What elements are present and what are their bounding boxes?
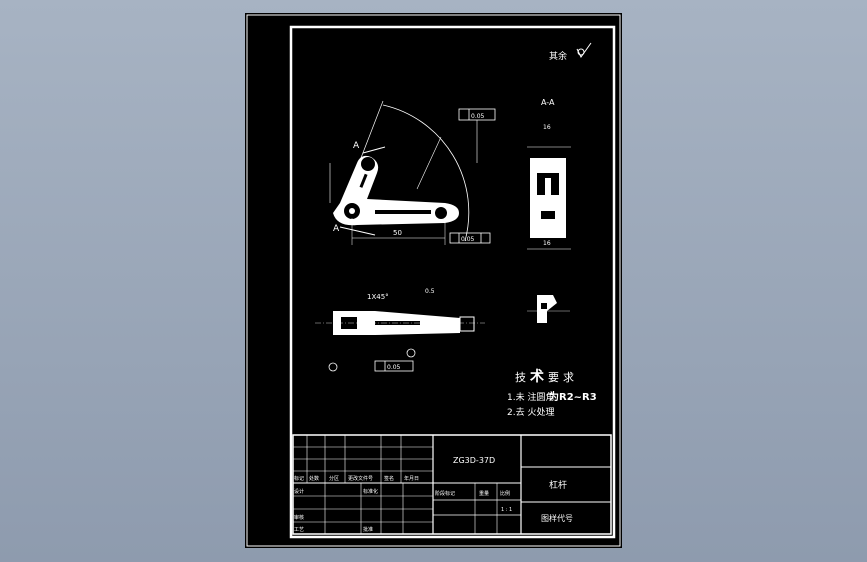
hdr-qty: 处数	[309, 475, 319, 482]
tolerance-frame-perp	[374, 360, 414, 372]
lever-main-view: 50 A A 0.05	[329, 100, 491, 245]
hdr-approve: 批准	[363, 526, 373, 533]
sheet-scale: 1 : 1	[501, 507, 512, 513]
drawing-number: 图样代号	[541, 513, 573, 523]
title-block	[292, 434, 612, 535]
datum-circle-icon	[406, 348, 416, 358]
tol-flatness-value: 0.05	[471, 113, 485, 120]
hdr-stage: 阶段标记	[435, 490, 455, 497]
tech-title-2: 术	[530, 368, 544, 385]
outer-border	[246, 14, 621, 547]
part-name: 杠杆	[549, 479, 567, 491]
tech-line-2: 2.去 火处理	[507, 406, 554, 418]
roughness-icon	[576, 42, 592, 58]
hdr-zone: 分区	[329, 475, 339, 482]
tol-perp-value: 0.05	[387, 364, 401, 371]
dim-05: 0.5	[425, 288, 435, 295]
hdr-design: 设计	[294, 488, 304, 495]
technical-requirements: 技 术 要 求 1.未 注圆角 为R2~R3 2.去 火处理	[507, 368, 597, 418]
hdr-date: 年月日	[404, 475, 419, 482]
drawing-sheet: 其余 50 A A 0.05 A-A 0.05	[245, 13, 622, 548]
hdr-doc: 更改文件号	[348, 475, 373, 482]
tech-title-3: 要	[548, 371, 559, 384]
inner-frame	[289, 25, 616, 539]
tol-parallel-value: 0.05	[461, 236, 475, 243]
dim-16-top: 16	[543, 124, 551, 131]
roughness-note: 其余	[549, 50, 567, 62]
tech-line-1a: 1.未 注圆角	[507, 391, 554, 403]
hdr-std: 标准化	[363, 488, 378, 495]
chamfer-label: 1X45°	[367, 293, 389, 301]
lever-front-view: 1X45° 0.5 0.05	[315, 288, 485, 372]
dim-50: 50	[393, 229, 402, 237]
section-label: A-A	[541, 98, 555, 107]
section-marker-a-top: A	[353, 141, 360, 151]
detail-view	[527, 295, 570, 323]
tech-title-1: 技	[515, 371, 526, 384]
hdr-scale: 比例	[500, 490, 510, 497]
hdr-mark: 标记	[294, 475, 304, 482]
hdr-weight: 重量	[479, 490, 489, 497]
tolerance-frame-parallel	[449, 232, 491, 244]
hdr-sign: 签名	[384, 475, 394, 482]
datum-circle-icon-left	[328, 362, 338, 372]
cad-drawing: 其余 50 A A 0.05 A-A 0.05	[246, 14, 621, 547]
hdr-process: 工艺	[294, 527, 304, 533]
tech-line-1b: 为R2~R3	[549, 390, 597, 403]
section-aa-view: A-A 0.05 16 16	[458, 98, 571, 250]
tech-title-4: 求	[563, 371, 574, 384]
section-marker-a-bottom: A	[333, 224, 340, 234]
title-code: ZG3D-37D	[453, 456, 495, 465]
hdr-check: 审核	[294, 514, 304, 521]
dim-16-bottom: 16	[543, 240, 551, 247]
